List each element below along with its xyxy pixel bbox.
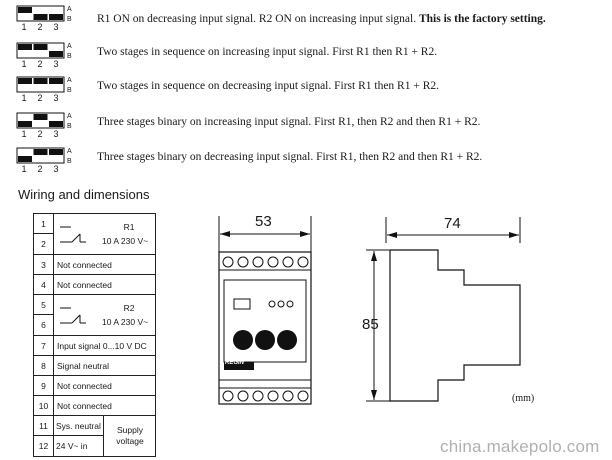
terminal-number: 7 bbox=[34, 336, 54, 355]
relay-contact-icon bbox=[60, 307, 86, 324]
terminal-number: 12 bbox=[38, 441, 49, 451]
relay-rating: 10 A 230 V~ bbox=[102, 317, 149, 327]
relay-r2-block: 5 6 R2 10 A 230 V~ bbox=[34, 295, 155, 336]
terminal-number: 5 bbox=[34, 295, 53, 315]
table-row: 3 Not connected bbox=[34, 255, 155, 275]
terminal-number: 9 bbox=[34, 376, 54, 395]
sys-neutral-label: Sys. neutral bbox=[54, 416, 104, 436]
table-row: 8 Signal neutral bbox=[34, 356, 155, 376]
dip-num: 1 bbox=[21, 129, 27, 139]
dip-num: 3 bbox=[53, 22, 59, 32]
setting-description: Three stages binary on decreasing input … bbox=[97, 151, 483, 163]
dimension-width: 53 bbox=[255, 213, 272, 230]
dip-switch-icon bbox=[16, 5, 65, 22]
brand-logo: REGIN bbox=[225, 360, 245, 366]
relay-r1-block: 1 2 R1 10 A 230 V~ bbox=[34, 214, 155, 255]
dip-switch-icon bbox=[16, 42, 65, 59]
relay-contact-icon bbox=[60, 226, 86, 243]
terminal-number: 4 bbox=[34, 275, 54, 294]
table-row: 10 Not connected bbox=[34, 396, 155, 416]
dip-num: 3 bbox=[53, 59, 59, 69]
terminal-label: Not connected bbox=[57, 279, 112, 290]
dip-num: 1 bbox=[21, 164, 27, 174]
unit-label: (mm) bbox=[512, 393, 535, 404]
terminal-label: Not connected bbox=[57, 380, 112, 391]
side-view-drawing bbox=[366, 217, 521, 402]
terminal-number: 10 bbox=[34, 396, 54, 415]
relay-name: R1 bbox=[123, 222, 135, 232]
dimension-depth: 74 bbox=[444, 215, 461, 232]
dip-num: 1 bbox=[21, 22, 27, 32]
dip-label-b: B bbox=[67, 87, 72, 94]
dip-label-a: A bbox=[67, 77, 72, 84]
setting-description: Two stages in sequence on decreasing inp… bbox=[97, 80, 440, 92]
dip-num: 2 bbox=[37, 59, 43, 69]
terminal-label: Not connected bbox=[57, 400, 112, 411]
setting-description: Three stages binary on increasing input … bbox=[97, 116, 481, 128]
terminal-number: 6 bbox=[41, 320, 46, 330]
supply-in-label: 24 V~ in bbox=[54, 436, 104, 456]
dip-switch-icon bbox=[16, 147, 65, 164]
watermark: china.makepolo.com bbox=[440, 437, 600, 456]
dip-label-b: B bbox=[67, 158, 72, 165]
dimension-height: 85 bbox=[362, 316, 379, 333]
dip-switch-icon bbox=[16, 76, 65, 93]
dip-label-a: A bbox=[67, 113, 72, 120]
dip-label-b: B bbox=[67, 53, 72, 60]
terminal-label: Signal neutral bbox=[57, 360, 109, 371]
table-row: 9 Not connected bbox=[34, 376, 155, 396]
terminal-number: 2 bbox=[41, 239, 46, 249]
front-view-drawing bbox=[218, 216, 312, 405]
terminal-number: 11 bbox=[34, 416, 53, 436]
dip-num: 1 bbox=[21, 93, 27, 103]
terminal-label: Not connected bbox=[57, 259, 112, 270]
dip-switch-icon bbox=[16, 112, 65, 129]
dip-label-a: A bbox=[67, 43, 72, 50]
dip-num: 2 bbox=[37, 22, 43, 32]
dip-num: 3 bbox=[53, 93, 59, 103]
dip-label-a: A bbox=[67, 6, 72, 13]
section-title: Wiring and dimensions bbox=[18, 187, 150, 202]
dip-label-b: B bbox=[67, 16, 72, 23]
terminal-number: 3 bbox=[34, 255, 54, 274]
factory-setting-note: This is the factory setting. bbox=[418, 13, 546, 25]
setting-description: R1 ON on decreasing input signal. R2 ON … bbox=[97, 13, 546, 25]
dip-num: 2 bbox=[37, 129, 43, 139]
dip-num: 3 bbox=[53, 164, 59, 174]
dip-num: 2 bbox=[37, 164, 43, 174]
supply-voltage-label: Supply voltage bbox=[116, 425, 144, 446]
supply-block: 11 12 Sys. neutral 24 V~ in Supply volta… bbox=[34, 416, 155, 456]
setting-description: Two stages in sequence on increasing inp… bbox=[97, 46, 438, 58]
wiring-table: 1 2 R1 10 A 230 V~ 3 Not connected 4 Not… bbox=[33, 213, 156, 457]
dip-num: 2 bbox=[37, 93, 43, 103]
table-row: 7 Input signal 0...10 V DC bbox=[34, 336, 155, 356]
relay-rating: 10 A 230 V~ bbox=[102, 236, 149, 246]
dip-num: 1 bbox=[21, 59, 27, 69]
table-row: 4 Not connected bbox=[34, 275, 155, 295]
dip-label-b: B bbox=[67, 123, 72, 130]
terminal-number: 8 bbox=[34, 356, 54, 375]
terminal-number: 1 bbox=[34, 214, 53, 234]
terminal-label: Input signal 0...10 V DC bbox=[57, 340, 147, 351]
relay-name: R2 bbox=[123, 303, 135, 313]
dip-num: 3 bbox=[53, 129, 59, 139]
dip-label-a: A bbox=[67, 148, 72, 155]
